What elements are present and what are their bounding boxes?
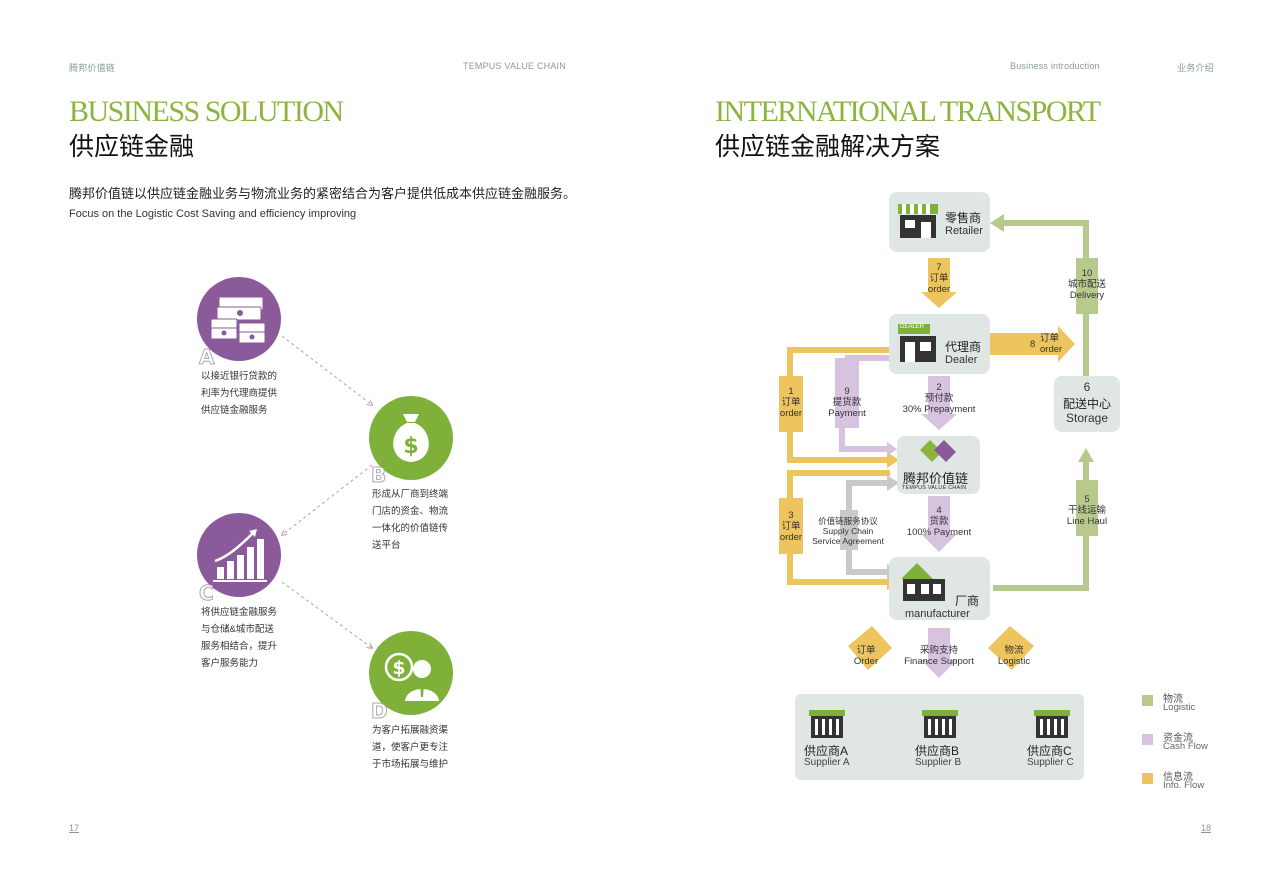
factory-icon: [901, 563, 945, 601]
right-title-en: INTERNATIONAL TRANSPORT: [715, 95, 1101, 128]
svg-text:$: $: [403, 434, 418, 459]
manufacturer-en: manufacturer: [905, 608, 970, 620]
legend-cash-en: Cash Flow: [1163, 741, 1208, 752]
feature-connectors: [0, 335, 640, 874]
supplier-b-cn: 供应商B: [915, 744, 960, 758]
manufacturer-node: 厂商 manufacturer: [889, 557, 990, 620]
feature-a-text: 以接近银行贷款的 利率为代理商提供 供应链金融服务: [201, 371, 278, 416]
retailer-cn: 零售商: [945, 211, 982, 225]
businessman-dollar-icon: $: [384, 652, 439, 701]
feature-a-circle: [197, 277, 281, 361]
retailer-node: 零售商 Retailer: [889, 192, 990, 252]
feature-c-text: 将供应链金融服务 与仓储&城市配送 服务相结合，提升 客户服务能力: [201, 607, 278, 669]
bar-growth-icon: [213, 529, 267, 582]
feature-d-text: 为客户拓展融资渠 道，使客户更专注 于市场拓展与维护: [372, 725, 449, 770]
store-icon: [898, 204, 938, 238]
legend-cash-cn: 资金流: [1163, 733, 1193, 744]
supplier-c-cn: 供应商C: [1027, 744, 1072, 758]
legend-logistic-swatch: [1142, 695, 1153, 706]
tempus-en: TEMPUS VALUE CHAIN: [902, 485, 967, 491]
tempus-logo-icon: [920, 440, 956, 462]
feature-a-letter: A: [198, 345, 215, 370]
left-page-number: 17: [69, 823, 80, 833]
dealer-shop-icon: [898, 324, 936, 362]
right-page-number: 18: [1201, 823, 1212, 833]
dealer-cn: 代理商: [945, 340, 982, 354]
money-bag-icon: $: [393, 414, 429, 462]
feature-d-letter: D: [371, 699, 389, 724]
retailer-en: Retailer: [945, 225, 983, 237]
legend-logistic-en: Logistic: [1163, 702, 1196, 713]
left-title-en: BUSINESS SOLUTION: [69, 95, 344, 128]
storage-num: 6: [1083, 380, 1091, 394]
supplier-a-cn: 供应商A: [804, 744, 849, 758]
feature-c-circle: [197, 513, 281, 597]
legend-info-cn: 信息流: [1163, 772, 1193, 783]
svg-text:$: $: [392, 657, 405, 679]
supplier-b-en: Supplier B: [915, 757, 962, 768]
storage-cn: 配送中心: [1062, 397, 1111, 411]
legend-info-swatch: [1142, 773, 1153, 784]
storage-node: 6 配送中心 Storage: [1054, 376, 1120, 432]
feature-b-letter: B: [370, 463, 387, 488]
feature-c-letter: C: [199, 581, 215, 606]
tempus-node: 腾邦价值链 TEMPUS VALUE CHAIN: [897, 436, 980, 494]
dealer-en: Dealer: [945, 354, 978, 366]
dealer-node: DEALER 代理商 Dealer: [889, 314, 990, 374]
supplier-c-en: Supplier C: [1027, 757, 1074, 768]
legend-info-en: Info. Flow: [1163, 780, 1205, 791]
supplier-c-icon: [1034, 710, 1070, 738]
tempus-cn: 腾邦价值链: [903, 471, 969, 486]
legend-cash-swatch: [1142, 734, 1153, 745]
left-header-title: 腾邦价值链: [69, 63, 116, 73]
left-header-brand: TEMPUS VALUE CHAIN: [463, 61, 566, 71]
supplier-a-icon: [809, 710, 845, 738]
intro-en: Focus on the Logistic Cost Saving and ef…: [69, 208, 357, 220]
right-title-cn: 供应链金融解决方案: [715, 132, 941, 161]
feature-d-circle: $: [369, 631, 453, 715]
supplier-a-en: Supplier A: [804, 757, 850, 768]
suppliers-block: 供应商A Supplier A 供应商B Supplier B 供应商C Sup…: [795, 694, 1084, 780]
manufacturer-cn: 厂商: [955, 594, 980, 608]
supplier-b-icon: [922, 710, 958, 738]
feature-b-text: 形成从厂商到终端 门店的资金、物流 一体化的价值链传 送平台: [372, 489, 449, 551]
right-header-section: Business introduction: [1010, 61, 1100, 71]
right-header-title: 业务介绍: [1177, 63, 1214, 73]
intro-cn: 腾邦价值链以供应链金融业务与物流业务的紧密结合为客户提供低成本供应链金融服务。: [69, 186, 577, 201]
money-stack-icon: [210, 296, 266, 344]
legend-logistic-cn: 物流: [1163, 694, 1183, 705]
left-title-cn: 供应链金融: [69, 132, 195, 161]
storage-en: Storage: [1065, 411, 1109, 425]
feature-b-circle: $: [369, 396, 453, 480]
dealer-badge: DEALER: [900, 324, 925, 330]
